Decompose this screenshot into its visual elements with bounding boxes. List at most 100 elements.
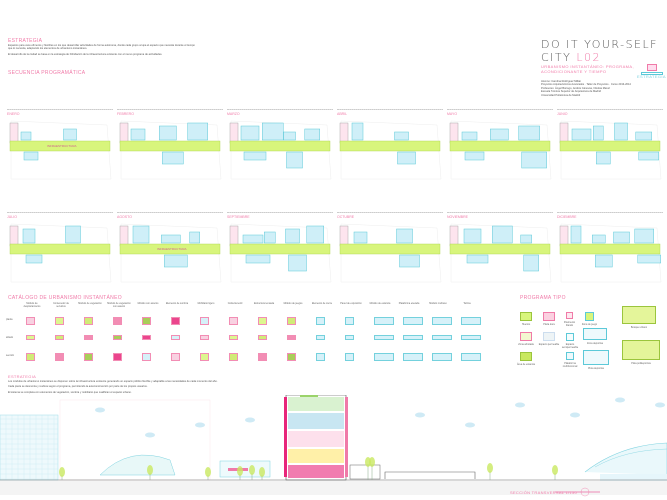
program-swatch: [566, 312, 573, 319]
catalog-element-icon[interactable]: [316, 335, 325, 340]
catalog-element-icon[interactable]: [258, 317, 267, 325]
infrastructure-label: INFRAESTRUCTURA: [47, 144, 77, 148]
catalog-element-icon[interactable]: [200, 353, 209, 361]
catalog-element-icon[interactable]: [171, 353, 180, 361]
catalog-element-icon[interactable]: [316, 317, 325, 325]
timeline-axis: [337, 212, 443, 213]
catalog-element-icon[interactable]: [171, 335, 180, 340]
month-plan[interactable]: [557, 117, 663, 183]
catalog-element-icon[interactable]: [287, 335, 296, 340]
month-plan[interactable]: [117, 220, 223, 286]
catalog-element-icon[interactable]: [258, 353, 267, 361]
program-module: [595, 254, 613, 268]
existing-building: [559, 122, 569, 144]
strategy-paragraph: Espacios para usos efímeros y flexibles …: [8, 44, 195, 51]
program-module: [592, 234, 606, 244]
catalog-element-icon[interactable]: [113, 317, 122, 325]
catalog-element-icon[interactable]: [432, 335, 452, 340]
month-plan[interactable]: [337, 117, 443, 183]
catalog-element-icon[interactable]: [432, 317, 452, 325]
catalog-element-icon[interactable]: [200, 317, 209, 325]
month-label: FEBRERO: [117, 112, 134, 116]
catalog-element-icon[interactable]: [142, 335, 151, 340]
program-label: Área de estancia: [517, 363, 535, 366]
credit-line: Profesores: Ángel Borrego, Andrés Cánova…: [541, 86, 611, 90]
catalog-element-icon[interactable]: [287, 317, 296, 325]
month-plan[interactable]: [117, 117, 223, 183]
scale-icon: [641, 72, 663, 75]
catalog-element-icon[interactable]: [26, 335, 35, 340]
catalog-element-icon[interactable]: [142, 353, 151, 361]
existing-building: [119, 122, 129, 144]
catalog-element-icon[interactable]: [84, 335, 93, 340]
program-module: [20, 131, 32, 141]
catalog-element-icon[interactable]: [403, 353, 423, 361]
catalog-element-icon[interactable]: [374, 335, 394, 340]
catalog-row-label: planta: [6, 318, 13, 321]
catalog-element-icon[interactable]: [229, 335, 238, 340]
month-plan[interactable]: [447, 117, 553, 183]
cloud-icon: [195, 422, 205, 428]
catalog-element-icon[interactable]: [26, 353, 35, 361]
sequence-heading: SECUENCIA PROGRAMÁTICA: [8, 70, 86, 76]
catalog-element-icon[interactable]: [258, 335, 267, 340]
catalog-element-icon[interactable]: [461, 317, 481, 325]
catalog-column-label: Módulo multiuso: [429, 302, 447, 305]
program-module: [264, 231, 276, 244]
catalog-heading: CATÁLOGO DE URBANISMO INSTANTÁNEO: [8, 295, 122, 301]
catalog-element-icon[interactable]: [403, 335, 423, 340]
catalog-element-icon[interactable]: [84, 353, 93, 361]
catalog-element-icon[interactable]: [113, 335, 122, 340]
program-module: [593, 125, 604, 141]
month-plan[interactable]: [227, 117, 333, 183]
catalog-element-icon[interactable]: [84, 317, 93, 325]
catalog-element-icon[interactable]: [26, 317, 35, 325]
program-module: [132, 225, 150, 244]
catalog-element-icon[interactable]: [200, 335, 209, 340]
catalog-element-icon[interactable]: [229, 353, 238, 361]
catalog-element-icon[interactable]: [374, 317, 394, 325]
tree-icon: [552, 465, 558, 480]
month-plan[interactable]: [447, 220, 553, 286]
catalog-element-icon[interactable]: [142, 317, 151, 325]
catalog-element-icon[interactable]: [345, 353, 354, 361]
month-label: NOVIEMBRE: [447, 215, 469, 219]
catalog-element-icon[interactable]: [316, 353, 325, 361]
program-heading: PROGRAMA TIPO: [520, 295, 566, 301]
glass-building: [0, 414, 59, 481]
catalog-element-icon[interactable]: [345, 335, 354, 340]
catalog-element-icon[interactable]: [287, 353, 296, 361]
month-label: OCTUBRE: [337, 215, 355, 219]
infrastructure-band: [449, 243, 551, 255]
tree-icon: [249, 465, 255, 480]
catalog-column-label: Elemento de sombra: [165, 302, 189, 305]
program-module: [613, 231, 630, 244]
catalog-element-icon[interactable]: [171, 317, 180, 325]
month-plan[interactable]: [7, 220, 113, 286]
program-module: [243, 151, 267, 161]
program-module: [63, 128, 77, 141]
catalog-element-icon[interactable]: [461, 353, 481, 361]
catalog-element-icon[interactable]: [55, 335, 64, 340]
catalog-element-icon[interactable]: [432, 353, 452, 361]
timeline-axis: [117, 109, 223, 110]
month-plan[interactable]: [337, 220, 443, 286]
month-plan[interactable]: [557, 220, 663, 286]
catalog-element-icon[interactable]: [229, 317, 238, 325]
catalog-element-icon[interactable]: [55, 353, 64, 361]
infrastructure-band: [229, 140, 331, 152]
catalog-element-icon[interactable]: [113, 353, 122, 361]
month-plan[interactable]: [227, 220, 333, 286]
tree-icon: [259, 467, 265, 480]
catalog-element-icon[interactable]: [55, 317, 64, 325]
infrastructure-band: [9, 140, 111, 152]
catalog-element-icon[interactable]: [345, 317, 354, 325]
credit-line: Alumno: Carolina Rodríguez Millán: [541, 80, 582, 83]
program-module: [523, 254, 539, 272]
catalog-element-icon[interactable]: [374, 353, 394, 361]
catalog-element-icon[interactable]: [403, 317, 423, 325]
tree-icon: [369, 457, 375, 480]
catalog-element-icon[interactable]: [461, 335, 481, 340]
greenhouse: [99, 454, 176, 476]
month-plan[interactable]: [7, 117, 113, 183]
